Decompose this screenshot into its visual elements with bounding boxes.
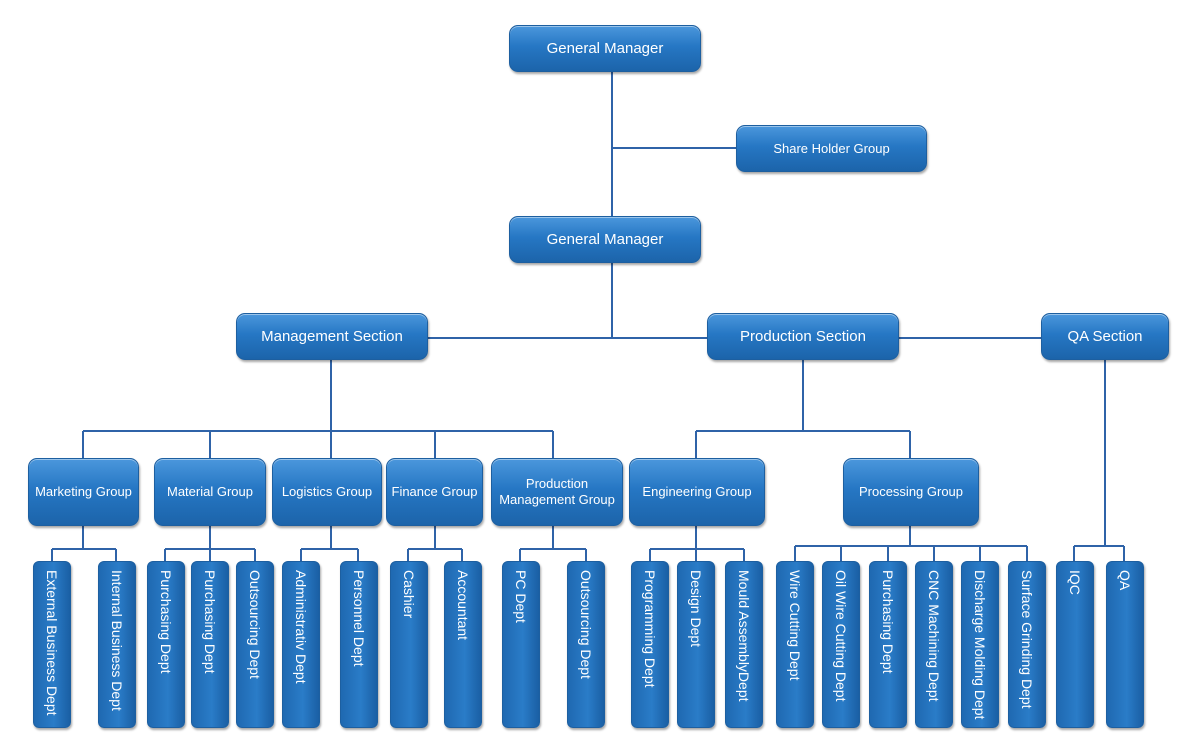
dept-outsourcing-material: Outsourcing Dept (236, 561, 274, 728)
dept-label: Internal Business Dept (109, 570, 125, 711)
dept-personnel: Personnel Dept (340, 561, 378, 728)
dept-programming: Programming Dept (631, 561, 669, 728)
dept-design: Design Dept (677, 561, 715, 728)
dept-wire-cutting: Wire Cutting Dept (776, 561, 814, 728)
material-group-node: Material Group (154, 458, 266, 526)
dept-label: External Business Dept (44, 570, 60, 716)
qa-section-node: QA Section (1041, 313, 1169, 360)
general-manager-node: General Manager (509, 216, 701, 263)
qa-section-label: QA Section (1067, 327, 1143, 345)
dept-cnc-machining: CNC Machining Dept (915, 561, 953, 728)
management-section-label: Management Section (261, 327, 403, 345)
dept-accountant: Accountant (444, 561, 482, 728)
dept-discharge-molding: Discharge Molding Dept (961, 561, 999, 728)
dept-label: Cashier (401, 570, 417, 619)
dept-external-business: External Business Dept (33, 561, 71, 728)
general-manager-label: General Manager (546, 230, 664, 248)
material-group-label: Material Group (167, 484, 253, 499)
marketing-group-node: Marketing Group (28, 458, 139, 526)
logistics-group-node: Logistics Group (272, 458, 382, 526)
dept-oil-wire-cutting: Oil Wire Cutting Dept (822, 561, 860, 728)
dept-cashier: Cashier (390, 561, 428, 728)
dept-label: Purchasing Dept (158, 570, 174, 674)
share-holder-node: Share Holder Group (736, 125, 927, 172)
production-management-group-node: Production Management Group (491, 458, 623, 526)
dept-label: Purchasing Dept (880, 570, 896, 674)
finance-group-label: Finance Group (391, 484, 478, 499)
finance-group-node: Finance Group (386, 458, 483, 526)
dept-outsourcing-pm: Outsourcing Dept (567, 561, 605, 728)
dept-label: Outsourcing Dept (247, 570, 263, 679)
dept-administrativ: Administrativ Dept (282, 561, 320, 728)
dept-label: PC Dept (513, 570, 529, 623)
processing-group-label: Processing Group (858, 484, 964, 499)
dept-mould-assembly: Mould AssemblyDept (725, 561, 763, 728)
dept-label: Accountant (455, 570, 471, 641)
dept-label: Surface Grinding Dept (1019, 570, 1035, 709)
dept-label: Wire Cutting Dept (787, 570, 803, 681)
dept-purchasing-processing: Purchasing Dept (869, 561, 907, 728)
dept-label: Programming Dept (642, 570, 658, 688)
production-section-node: Production Section (707, 313, 899, 360)
marketing-group-label: Marketing Group (35, 484, 132, 499)
dept-label: Administrativ Dept (293, 570, 309, 684)
dept-label: Purchasing Dept (202, 570, 218, 674)
engineering-group-label: Engineering Group (642, 484, 752, 499)
engineering-group-node: Engineering Group (629, 458, 765, 526)
dept-qa: QA (1106, 561, 1144, 728)
logistics-group-label: Logistics Group (281, 484, 373, 499)
top-manager-label: General Manager (546, 39, 664, 57)
processing-group-node: Processing Group (843, 458, 979, 526)
dept-purchasing-material: Purchasing Dept (147, 561, 185, 728)
dept-label: IQC (1067, 570, 1083, 595)
share-holder-label: Share Holder Group (773, 140, 890, 156)
top-manager-node: General Manager (509, 25, 701, 72)
management-section-node: Management Section (236, 313, 428, 360)
production-section-label: Production Section (740, 327, 866, 345)
dept-pc: PC Dept (502, 561, 540, 728)
dept-label: Outsourcing Dept (578, 570, 594, 679)
dept-label: QA (1117, 570, 1133, 591)
dept-label: Oil Wire Cutting Dept (833, 570, 849, 702)
dept-internal-business: Internal Business Dept (98, 561, 136, 728)
dept-iqc: IQC (1056, 561, 1094, 728)
production-management-group-label: Production Management Group (499, 476, 615, 507)
dept-label: Discharge Molding Dept (972, 570, 988, 720)
dept-surface-grinding: Surface Grinding Dept (1008, 561, 1046, 728)
dept-label: CNC Machining Dept (926, 570, 942, 702)
dept-purchasing-material-2: Purchasing Dept (191, 561, 229, 728)
dept-label: Personnel Dept (351, 570, 367, 667)
dept-label: Mould AssemblyDept (736, 570, 752, 702)
dept-label: Design Dept (688, 570, 704, 648)
